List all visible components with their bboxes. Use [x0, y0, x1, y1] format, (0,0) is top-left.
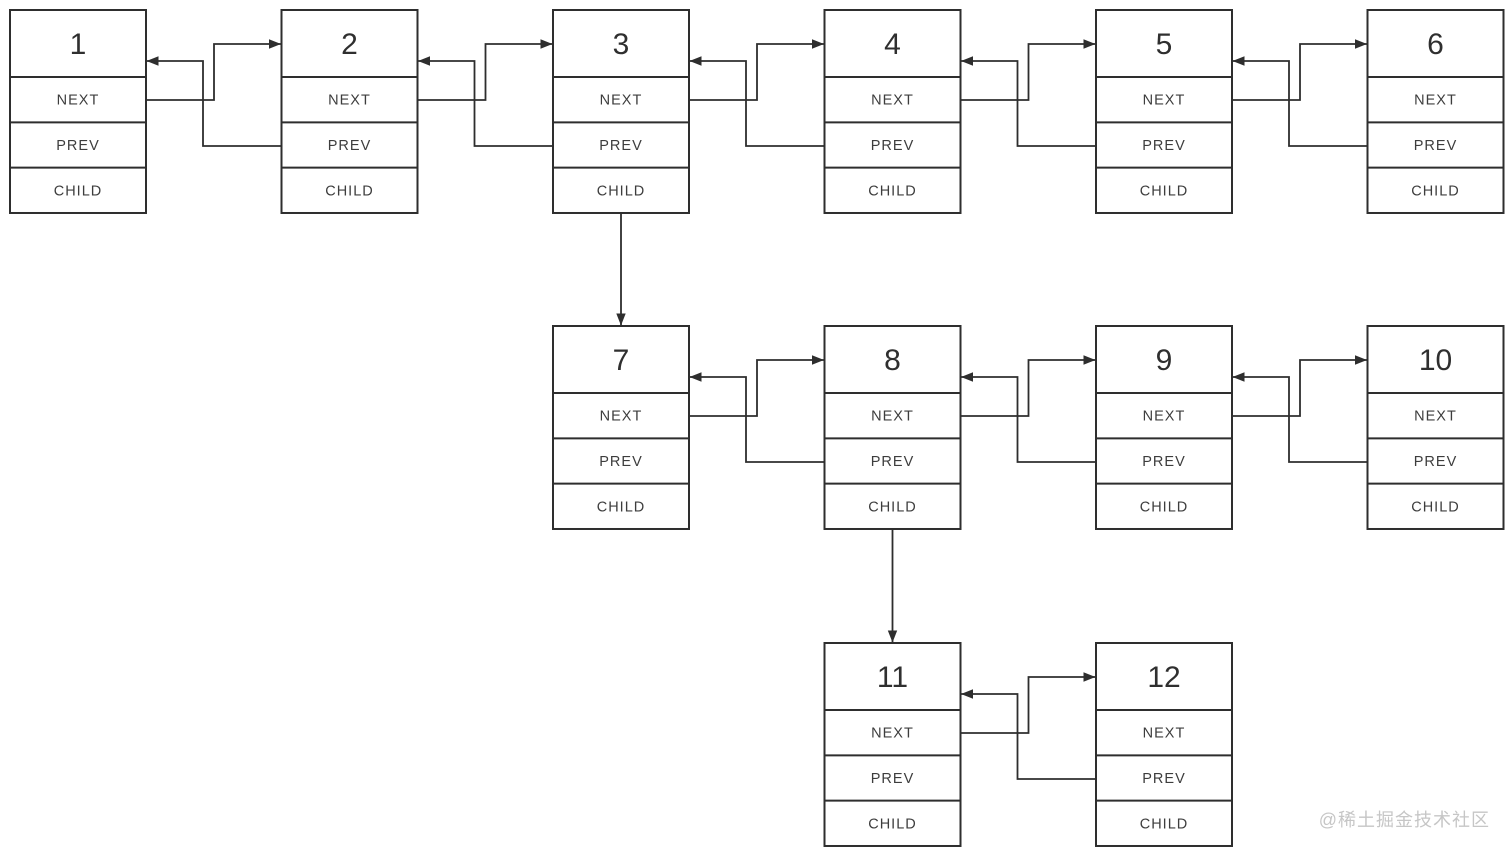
node-10-value: 10 [1419, 344, 1452, 377]
node-11-child-cell: CHILD [868, 816, 917, 832]
next-arrow-2-to-3 [417, 39, 553, 101]
node-5-box [1095, 9, 1233, 214]
prev-arrow-2-to-1 [146, 56, 282, 147]
node-3-value: 3 [613, 28, 630, 61]
node-11-next-cell: NEXT [871, 726, 914, 742]
node-7-child-cell: CHILD [597, 499, 646, 515]
node-6-child-cell: CHILD [1411, 183, 1460, 199]
node-5-next-cell: NEXT [1143, 93, 1186, 109]
node-5-value: 5 [1156, 28, 1173, 61]
node-8-value: 8 [884, 344, 901, 377]
prev-arrow-3-to-2 [418, 56, 553, 147]
node-7-box [552, 325, 690, 530]
node-3-next-cell: NEXT [600, 93, 643, 109]
prev-arrow-8-to-7 [689, 372, 825, 463]
node-6-box [1366, 9, 1505, 214]
node-12-value: 12 [1147, 661, 1180, 694]
node-5-child-cell: CHILD [1140, 183, 1189, 199]
next-arrow-3-to-4 [689, 39, 824, 101]
node-10-next-cell: NEXT [1414, 409, 1457, 425]
node-7-next-cell: NEXT [600, 409, 643, 425]
watermark: @稀土掘金技术社区 [1318, 810, 1490, 830]
prev-arrow-4-to-3 [689, 56, 825, 147]
node-1-box [9, 9, 147, 214]
next-arrow-5-to-6 [1232, 39, 1367, 101]
node-4-next-cell: NEXT [871, 93, 914, 109]
node-9-value: 9 [1156, 344, 1173, 377]
node-3-child-cell: CHILD [597, 183, 646, 199]
next-arrow-1-to-2 [146, 39, 281, 101]
node-8-child-cell: CHILD [868, 499, 917, 515]
prev-arrow-5-to-4 [961, 56, 1096, 147]
next-arrow-11-to-12 [960, 672, 1096, 734]
node-1-next-cell: NEXT [57, 93, 100, 109]
node-1-child-cell: CHILD [54, 183, 103, 199]
prev-arrow-6-to-5 [1232, 56, 1368, 147]
node-9-child-cell: CHILD [1140, 499, 1189, 515]
node-11-box [823, 642, 962, 847]
node-2-next-cell: NEXT [328, 93, 371, 109]
node-9-next-cell: NEXT [1143, 409, 1186, 425]
node-2-child-cell: CHILD [325, 183, 374, 199]
node-9-prev-cell: PREV [1142, 454, 1186, 470]
node-6-next-cell: NEXT [1414, 93, 1457, 109]
node-12-prev-cell: PREV [1142, 771, 1186, 787]
node-10-box [1366, 325, 1505, 530]
prev-arrow-12-to-11 [961, 689, 1096, 780]
node-10-prev-cell: PREV [1414, 454, 1458, 470]
node-7-value: 7 [613, 344, 630, 377]
node-9-box [1095, 325, 1233, 530]
node-2-box [280, 9, 419, 214]
node-11-value: 11 [877, 661, 908, 694]
next-arrow-9-to-10 [1232, 355, 1367, 417]
node-8-box [823, 325, 962, 530]
node-4-prev-cell: PREV [871, 138, 915, 154]
node-4-child-cell: CHILD [868, 183, 917, 199]
node-3-prev-cell: PREV [599, 138, 643, 154]
node-7-prev-cell: PREV [599, 454, 643, 470]
node-6-prev-cell: PREV [1414, 138, 1458, 154]
node-4-box [823, 9, 962, 214]
node-1-prev-cell: PREV [56, 138, 100, 154]
node-6-value: 6 [1427, 28, 1444, 61]
prev-arrow-9-to-8 [961, 372, 1096, 463]
next-arrow-8-to-9 [960, 355, 1096, 417]
node-12-box [1095, 642, 1233, 847]
next-arrow-4-to-5 [960, 39, 1096, 101]
node-4-value: 4 [884, 28, 901, 61]
node-12-child-cell: CHILD [1140, 816, 1189, 832]
node-11-prev-cell: PREV [871, 771, 915, 787]
node-10-child-cell: CHILD [1411, 499, 1460, 515]
node-5-prev-cell: PREV [1142, 138, 1186, 154]
node-1-value: 1 [70, 28, 87, 61]
node-12-next-cell: NEXT [1143, 726, 1186, 742]
node-8-prev-cell: PREV [871, 454, 915, 470]
next-arrow-7-to-8 [689, 355, 824, 417]
node-8-next-cell: NEXT [871, 409, 914, 425]
node-2-value: 2 [341, 28, 358, 61]
prev-arrow-10-to-9 [1232, 372, 1368, 463]
node-3-box [552, 9, 690, 214]
node-2-prev-cell: PREV [328, 138, 372, 154]
